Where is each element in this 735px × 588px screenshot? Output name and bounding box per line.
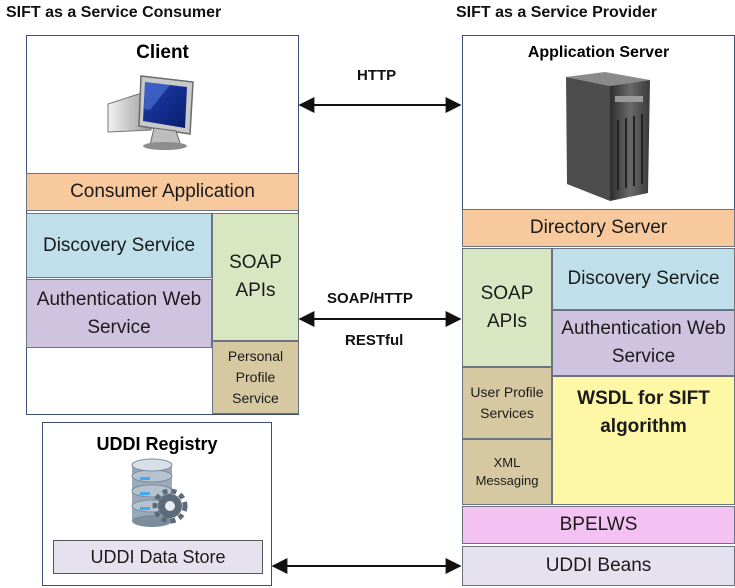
directory-server: Directory Server xyxy=(462,209,735,247)
restful-label: RESTful xyxy=(345,332,404,349)
server-authentication-web-service: Authentication Web Service xyxy=(552,310,735,376)
soap-http-label: SOAP/HTTP xyxy=(327,290,413,307)
wsdl-sift-algorithm: WSDL for SIFT algorithm xyxy=(552,376,735,505)
consumer-application: Consumer Application xyxy=(26,173,299,211)
personal-profile-service: Personal Profile Service xyxy=(212,341,299,414)
client-soap-apis: SOAP APIs xyxy=(212,213,299,341)
client-discovery-service: Discovery Service xyxy=(26,213,212,278)
provider-heading: SIFT as a Service Provider xyxy=(456,4,657,21)
http-label: HTTP xyxy=(357,67,397,84)
uddi-registry-title: UDDI Registry xyxy=(96,434,218,454)
server-discovery-service: Discovery Service xyxy=(552,248,735,310)
client-title: Client xyxy=(136,42,189,63)
uddi-data-store: UDDI Data Store xyxy=(53,540,263,574)
bpelws: BPELWS xyxy=(462,506,735,544)
consumer-heading: SIFT as a Service Consumer xyxy=(6,4,222,21)
client-authentication-web-service: Authentication Web Service xyxy=(26,279,212,348)
uddi-beans: UDDI Beans xyxy=(462,546,735,586)
user-profile-services: User Profile Services xyxy=(462,367,552,439)
xml-messaging: XML Messaging xyxy=(462,439,552,505)
server-title: Application Server xyxy=(527,44,670,61)
server-soap-apis: SOAP APIs xyxy=(462,248,552,367)
